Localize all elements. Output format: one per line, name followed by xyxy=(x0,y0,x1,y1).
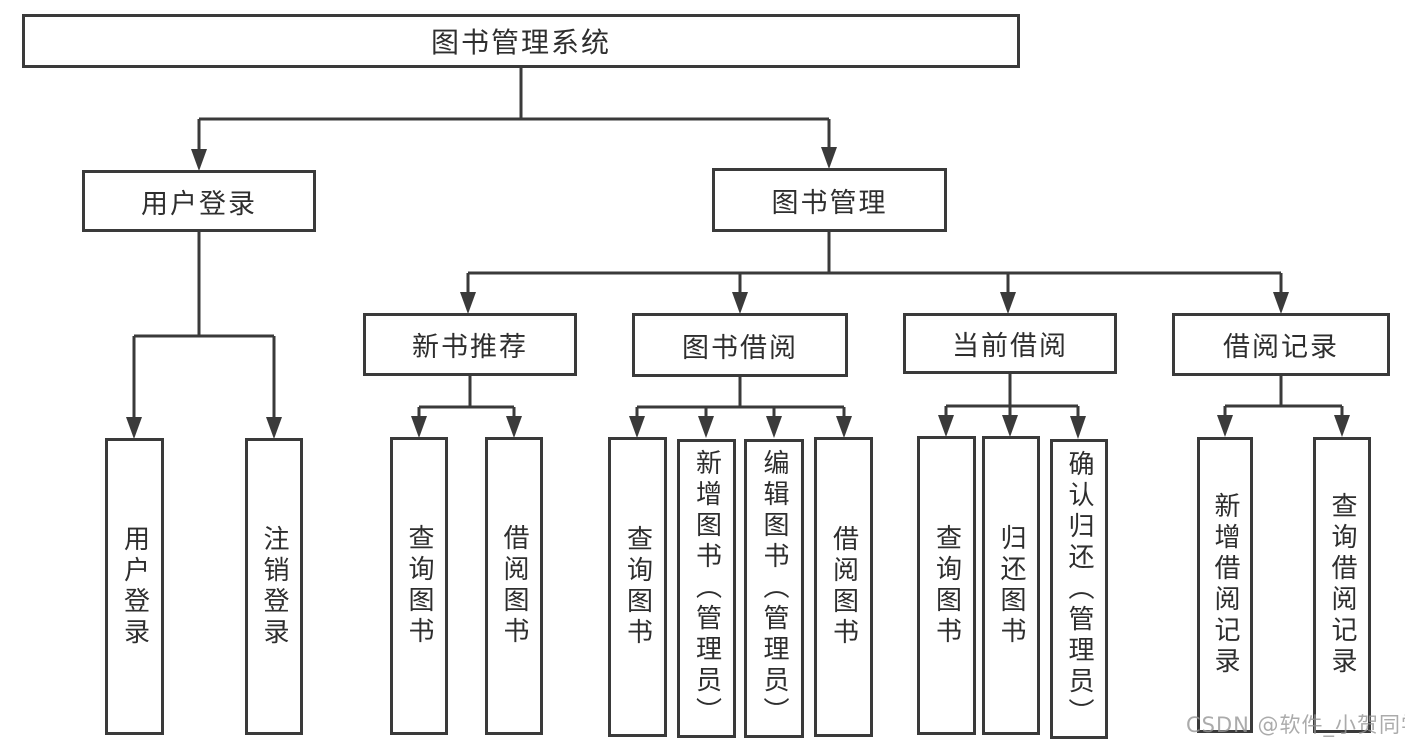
node-label: 新书推荐 xyxy=(412,332,528,363)
node-label: 当前借阅 xyxy=(952,331,1068,362)
leaf-bb-query-books: 查询图书 xyxy=(608,437,667,737)
csdn-watermark: CSDN @软件_小贺同学 xyxy=(1186,713,1405,737)
node-new-book-recommendation: 新书推荐 xyxy=(363,313,577,376)
node-book-management: 图书管理 xyxy=(712,168,947,232)
leaf-bb-edit-book-admin: 编辑图书（管理员） xyxy=(744,439,804,738)
leaf-user-login: 用户登录 xyxy=(105,438,164,735)
node-label: 注销登录 xyxy=(259,524,289,649)
node-book-borrowing: 图书借阅 xyxy=(632,313,848,377)
leaf-bb-borrow-books: 借阅图书 xyxy=(814,437,873,737)
node-label: 查询图书 xyxy=(931,523,962,648)
node-label: 查询借阅记录 xyxy=(1327,492,1357,678)
node-current-borrowing: 当前借阅 xyxy=(903,313,1117,374)
node-label: 新增借阅记录 xyxy=(1210,492,1240,678)
node-label: 借阅图书 xyxy=(828,525,859,649)
arrowheads xyxy=(126,147,1350,439)
node-label: 图书管理系统 xyxy=(430,26,611,59)
node-label: 编辑图书（管理员） xyxy=(759,449,789,728)
node-label: 借阅图书 xyxy=(499,524,529,648)
node-label: 用户登录 xyxy=(119,524,150,649)
leaf-br-query-record: 查询借阅记录 xyxy=(1313,437,1371,733)
leaf-cb-return-books: 归还图书 xyxy=(982,436,1040,735)
leaf-logout: 注销登录 xyxy=(245,438,303,735)
leaf-bb-add-book-admin: 新增图书（管理员） xyxy=(677,439,736,738)
node-borrowing-records: 借阅记录 xyxy=(1172,313,1390,376)
leaf-nb-borrow-books: 借阅图书 xyxy=(485,437,543,735)
node-label: 归还图书 xyxy=(996,523,1026,648)
node-label: 用户登录 xyxy=(141,188,257,220)
node-library-management-system: 图书管理系统 xyxy=(22,14,1020,68)
node-label: 确认归还（管理员） xyxy=(1064,449,1094,729)
node-label: 查询图书 xyxy=(622,525,653,649)
leaf-cb-confirm-return-admin: 确认归还（管理员） xyxy=(1050,439,1108,739)
node-label: 查询图书 xyxy=(404,524,434,648)
node-label: 借阅记录 xyxy=(1223,332,1339,363)
node-label: 图书管理 xyxy=(771,187,888,219)
leaf-nb-query-books: 查询图书 xyxy=(390,437,448,735)
node-label: 图书借阅 xyxy=(682,332,798,364)
node-user-login: 用户登录 xyxy=(82,170,316,232)
leaf-cb-query-books: 查询图书 xyxy=(917,436,976,735)
node-label: 新增图书（管理员） xyxy=(691,449,722,728)
leaf-br-add-record: 新增借阅记录 xyxy=(1197,437,1253,733)
